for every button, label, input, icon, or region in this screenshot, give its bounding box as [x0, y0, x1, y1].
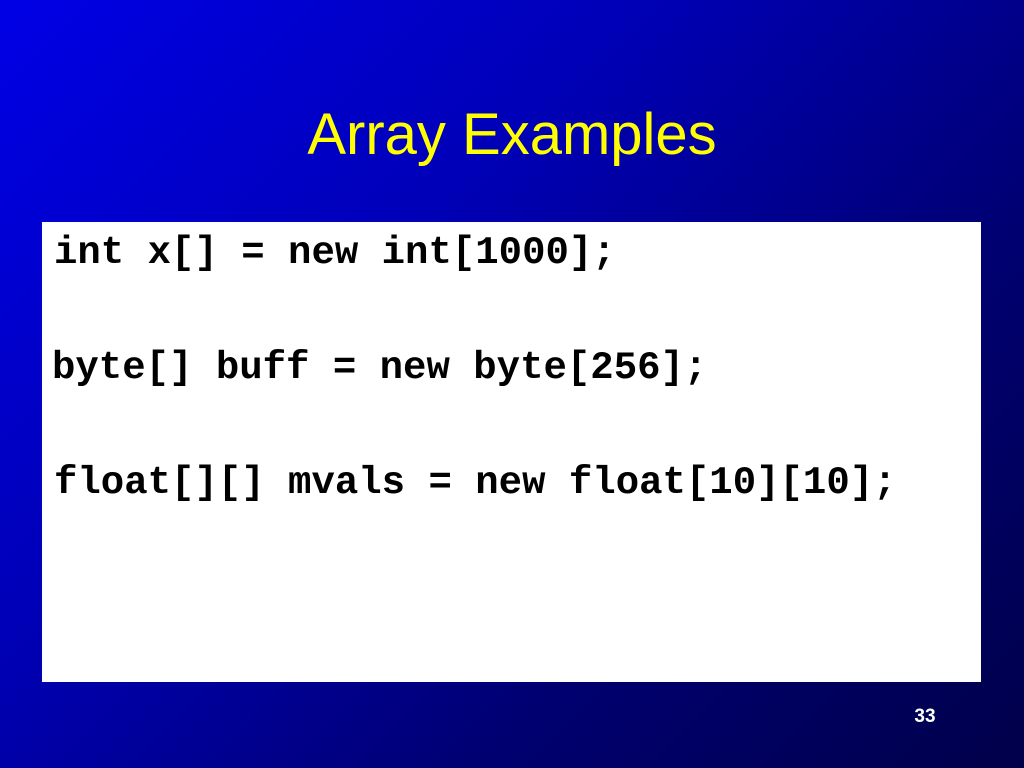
- slide-title: Array Examples: [307, 102, 717, 167]
- code-line: byte[] buff = new byte[256];: [52, 346, 708, 390]
- code-box: int x[] = new int[1000]; byte[] buff = n…: [42, 222, 981, 682]
- page-number: 33: [914, 706, 936, 727]
- code-line: float[][] mvals = new float[10][10];: [54, 461, 897, 505]
- code-line: int x[] = new int[1000];: [54, 231, 616, 275]
